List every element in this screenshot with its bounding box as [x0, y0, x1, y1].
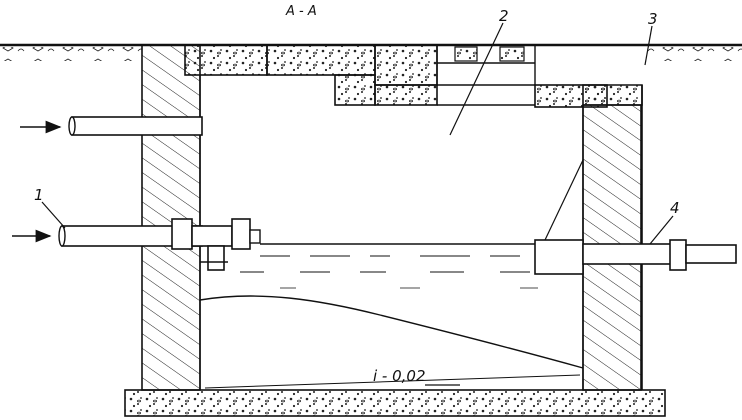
base-slab [124, 389, 666, 417]
slope-note: i - 0,02 [373, 367, 426, 385]
upper-inlet-pipe [20, 116, 203, 136]
left-wall [141, 44, 201, 391]
callout-inlet-pipe: 1 [34, 186, 44, 204]
outlet-pipe [534, 159, 737, 275]
callout-cover-slab: 3 [648, 10, 658, 28]
callout-manhole: 2 [499, 7, 509, 25]
section-title: А - А [285, 4, 317, 19]
manhole-cover [436, 45, 536, 85]
inlet-pipe [12, 218, 261, 271]
top-slab [184, 44, 608, 108]
leader-lines [41, 22, 674, 386]
callout-outlet-pipe: 4 [670, 199, 680, 217]
water-surface [240, 243, 583, 289]
tank-floor [204, 374, 581, 389]
sludge-layer [199, 295, 584, 369]
